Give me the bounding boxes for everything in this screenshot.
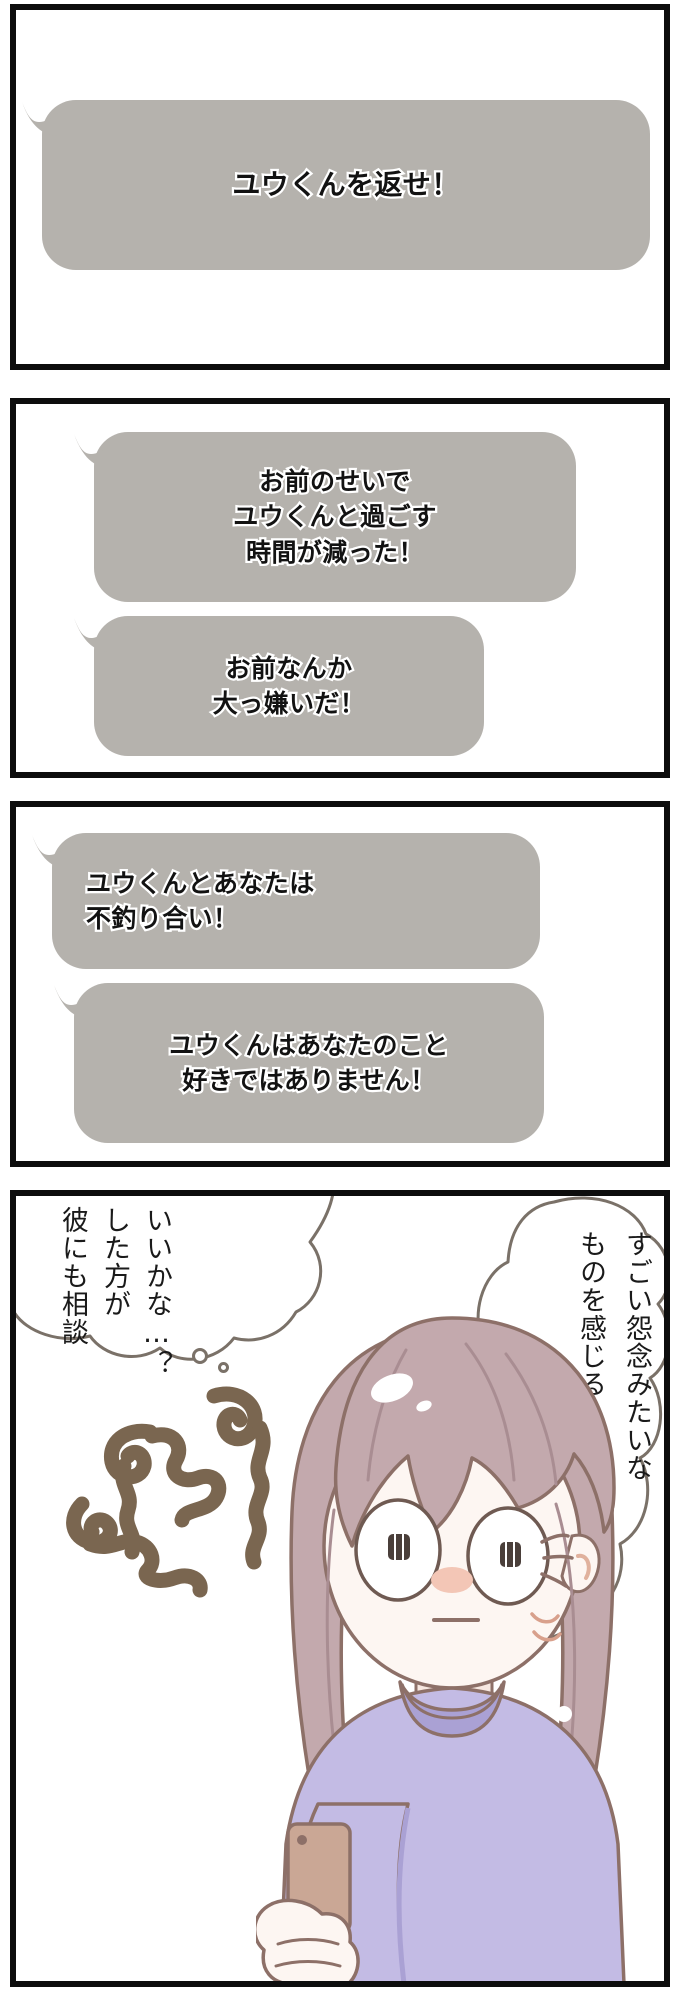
speech-bubble: お前なんか 大っ嫌いだ！ [74, 616, 484, 756]
thought-text-column-3: いいかな…？ [141, 1206, 172, 1378]
comic-panel-1: ユウくんを返せ！ [10, 4, 670, 370]
comic-panel-4: 彼にも相談 した方が いいかな…？ すごい怨念みたいな ものを感じる… [10, 1190, 670, 1987]
thought-dot-icon [192, 1348, 208, 1364]
character-girl-with-phone [256, 1316, 630, 1981]
speech-bubble-tail-icon [54, 985, 92, 1019]
speech-bubble-tail-icon [74, 618, 112, 652]
thought-dot-icon [218, 1362, 229, 1373]
thought-text-column-2: した方が [99, 1206, 130, 1318]
thought-text-column-1: 彼にも相談 [57, 1206, 88, 1346]
comic-panel-3: ユウくんとあなたは 不釣り合い！ ユウくんはあなたのこと 好きではありません！ [10, 801, 670, 1167]
curse-smoke-squiggle-icon [66, 1386, 271, 1598]
speech-bubble: ユウくんとあなたは 不釣り合い！ [32, 833, 540, 969]
speech-bubble: お前のせいで ユウくんと過ごす 時間が減った！ [74, 432, 576, 602]
speech-bubble-text: お前のせいで ユウくんと過ごす 時間が減った！ [231, 465, 439, 569]
speech-bubble: ユウくんを返せ！ [22, 100, 650, 270]
thought-bubble-outline-icon [16, 1196, 334, 1361]
speech-bubble-text: お前なんか 大っ嫌いだ！ [211, 651, 368, 720]
comic-panel-2: お前のせいで ユウくんと過ごす 時間が減った！ お前なんか 大っ嫌いだ！ [10, 398, 670, 778]
speech-bubble-text: ユウくんを返せ！ [230, 166, 461, 203]
speech-bubble-tail-icon [22, 102, 60, 136]
speech-bubble-text: ユウくんとあなたは 不釣り合い！ [84, 866, 317, 935]
speech-bubble-text: ユウくんはあなたのこと 好きではありません！ [167, 1028, 451, 1097]
speech-bubble: ユウくんはあなたのこと 好きではありません！ [54, 983, 544, 1143]
thought-bubble-left: 彼にも相談 した方が いいかな…？ [16, 1196, 350, 1486]
thought-text-column-1: すごい怨念みたいな [621, 1230, 652, 1482]
